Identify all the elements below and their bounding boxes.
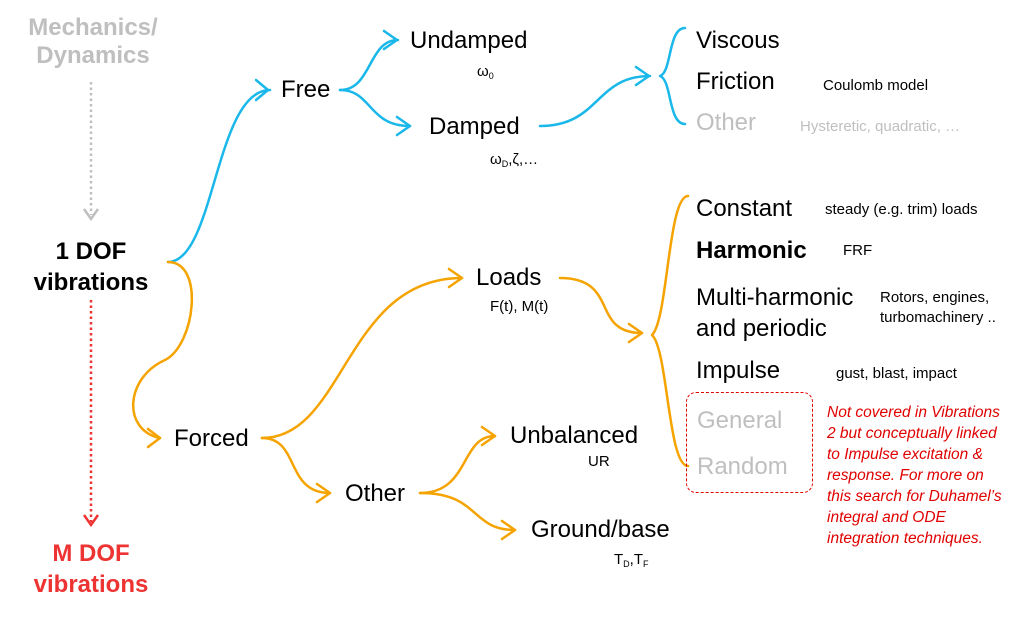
friction-note: Coulomb model [823, 77, 929, 94]
forced-branch-connectors [132, 194, 690, 541]
other-damping-node: Other [696, 109, 757, 136]
impulse-node: Impulse [696, 357, 781, 384]
undamped-parameter: ω0 [477, 63, 494, 81]
impulse-note: gust, blast, impact [836, 365, 957, 382]
loads-parameters: F(t), M(t) [490, 298, 549, 315]
mechanics-dynamics-label: Mechanics/ Dynamics [28, 14, 158, 69]
ground-base-node: Ground/base [531, 516, 670, 543]
damped-parameters: ωD,ζ,… [490, 151, 539, 169]
other-damping-note: Hysteretic, quadratic, … [800, 118, 961, 135]
1dof-to-mdof-arrow [82, 300, 100, 528]
one-dof-vibrations-label: 1 DOF vibrations [33, 238, 149, 296]
unbalanced-parameter: UR [588, 453, 610, 470]
general-node: General [697, 407, 783, 434]
friction-node: Friction [696, 68, 775, 95]
forced-node: Forced [174, 425, 249, 452]
ground-base-parameters: TD,TF [614, 551, 649, 569]
free-node: Free [281, 76, 331, 103]
mechanics-to-1dof-arrow [82, 82, 100, 222]
constant-note: steady (e.g. trim) loads [825, 201, 978, 218]
loads-node: Loads [476, 264, 542, 291]
viscous-node: Viscous [696, 27, 780, 54]
multi-harmonic-node: Multi-harmonic and periodic [696, 284, 854, 342]
undamped-node: Undamped [410, 27, 528, 54]
free-branch-connectors [166, 26, 687, 264]
harmonic-node: Harmonic [696, 237, 807, 264]
m-dof-vibrations-label: M DOF vibrations [33, 540, 149, 598]
multi-harmonic-note: Rotors, engines, turbomachinery .. [880, 289, 996, 326]
damped-node: Damped [429, 113, 520, 140]
harmonic-note: FRF [843, 242, 873, 259]
not-covered-dashed-box [686, 392, 813, 493]
random-node: Random [697, 453, 788, 480]
other-forced-node: Other [345, 480, 406, 507]
not-covered-note: Not covered in Vibrations 2 but conceptu… [827, 404, 1002, 547]
constant-node: Constant [696, 195, 793, 222]
unbalanced-node: Unbalanced [510, 422, 639, 449]
